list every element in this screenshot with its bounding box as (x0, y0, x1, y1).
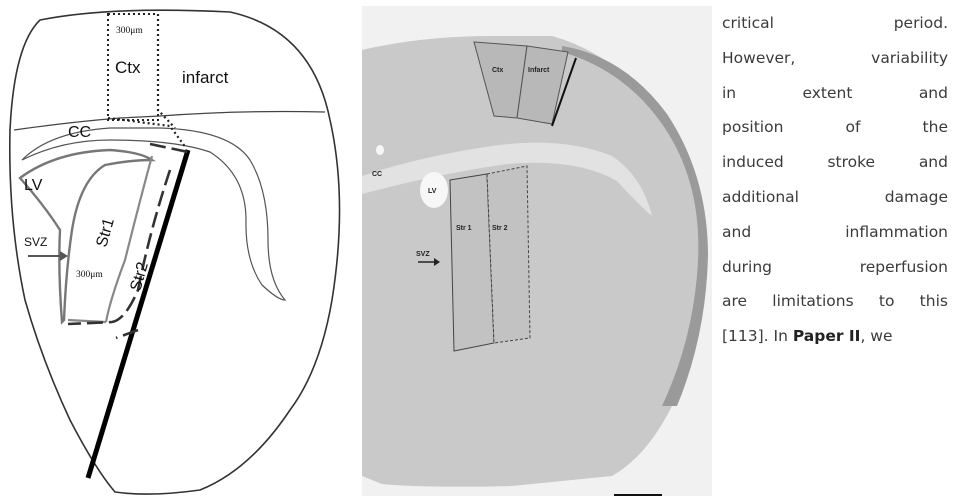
text-line: induced stroke and (722, 145, 948, 180)
micro-ctx-label: Ctx (492, 67, 503, 74)
text-word: damage (885, 180, 948, 215)
micro-svz-label: SVZ (416, 251, 430, 258)
text-word: the (923, 110, 948, 145)
text-line-last: [113]. In Paper II, we (722, 319, 948, 354)
text-word: and (919, 76, 948, 111)
text-word: extent (803, 76, 853, 111)
text-word: induced (722, 145, 784, 180)
text-word: stroke (827, 145, 875, 180)
text-word: during (722, 250, 772, 285)
text-line: are limitations tothis (722, 284, 948, 319)
text-word: of (846, 110, 861, 145)
text-word: reperfusion (860, 250, 948, 285)
text-line: position of the (722, 110, 948, 145)
text-line: during reperfusion (722, 250, 948, 285)
micro-cc-label: CC (372, 171, 382, 178)
brain-section-micrograph: Ctx Infarct CC LV Str 1 Str 2 SVZ (362, 6, 712, 496)
text-word: period. (894, 6, 948, 41)
text-word: and (919, 145, 948, 180)
text-word: additional (722, 180, 799, 215)
diagram-cc-label: CC (68, 124, 91, 141)
text-line: in extent and (722, 76, 948, 111)
text-word: critical (722, 6, 774, 41)
text-word: variability (871, 41, 948, 76)
micro-infarct-label: Infarct (528, 67, 550, 74)
diagram-scale-top: 300μm (116, 26, 143, 36)
text-word: However, (722, 41, 795, 76)
text-line: and inflammation (722, 215, 948, 250)
diagram-scale-bottom: 300μm (76, 270, 103, 280)
diagram-lv-label: LV (24, 177, 43, 194)
text-trailing: , we (860, 319, 892, 354)
text-line: critical period. (722, 6, 948, 41)
micro-lv-label: LV (428, 188, 437, 195)
text-word: inflammation (845, 215, 948, 250)
text-word: are (722, 284, 747, 319)
paper-reference: Paper II (793, 319, 861, 354)
micro-str2-label: Str 2 (492, 225, 508, 232)
text-line: additional damage (722, 180, 948, 215)
text-word: to (879, 284, 895, 319)
text-citation: [113]. In (722, 319, 793, 354)
text-word: position (722, 110, 783, 145)
diagram-svz-label: SVZ (24, 235, 47, 249)
brain-section-diagram: 300μm Ctx infarct CC LV Str1 Str2 SVZ 30… (0, 0, 355, 496)
diagram-ctx-label: Ctx (115, 58, 141, 77)
diagram-infarct-label: infarct (182, 68, 229, 87)
body-text-column: critical period. However, variability in exte… (722, 6, 948, 354)
micro-str1-box (450, 174, 494, 351)
micro-str2-box (487, 166, 530, 343)
micro-small-hole (376, 145, 384, 155)
text-word: limitations (772, 284, 853, 319)
text-word: in (722, 76, 736, 111)
text-word: this (920, 284, 948, 319)
text-word: and (722, 215, 751, 250)
micro-str1-label: Str 1 (456, 225, 472, 232)
text-line: However, variability (722, 41, 948, 76)
